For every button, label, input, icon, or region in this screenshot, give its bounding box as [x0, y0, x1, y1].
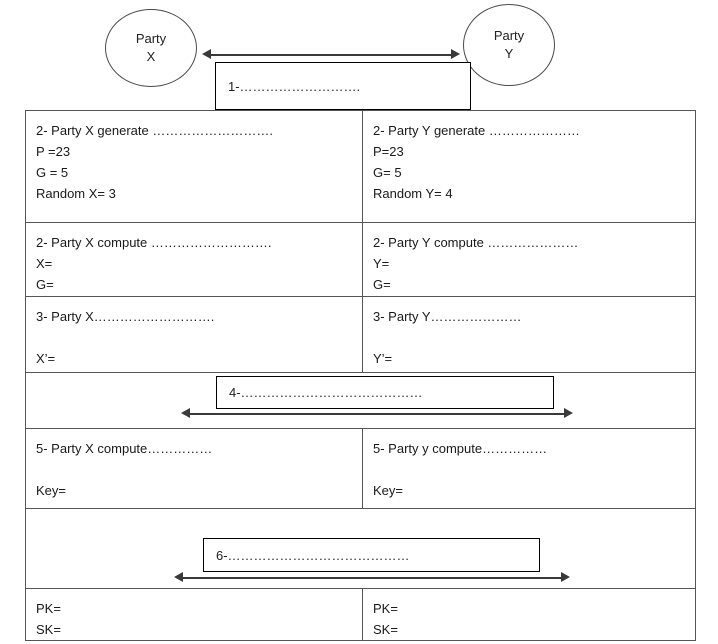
cell-value-key: Key= — [36, 483, 66, 499]
cell-heading: 5- Party X compute…………… — [36, 441, 213, 456]
cell-value-random-x: Random X= 3 — [36, 186, 116, 202]
cell-value-g: G= 5 — [373, 165, 402, 181]
cell-heading: 3- Party Y………………… — [373, 309, 522, 324]
exchange-box-step6: 6-…………………………………… — [203, 538, 540, 572]
cell-party-y-generate: 2- Party Y generate ………………… P=23 G= 5 Ra… — [362, 110, 696, 223]
arrow-head-right-icon — [564, 408, 573, 418]
cell-value-x-prime: X’= — [36, 351, 56, 367]
cell-party-x-step3: 3- Party X………………………. X’= — [25, 296, 363, 373]
party-x-label-line2: X — [146, 49, 156, 64]
cell-value-g: G= — [373, 277, 391, 293]
exchange-box-step6-text: 6-…………………………………… — [216, 547, 410, 563]
arrow-shaft — [181, 577, 563, 579]
party-y-node: Party Y — [463, 4, 555, 86]
table-row-keys: PK= SK= PK= SK= — [25, 587, 696, 642]
cell-value-p: P =23 — [36, 144, 71, 160]
exchange-box-step1: 1-………………………. — [215, 62, 471, 110]
bidirectional-arrow-step6 — [174, 572, 570, 583]
party-x-node: Party X — [105, 9, 197, 87]
party-x-label-line1: Party — [135, 31, 167, 47]
cell-value-y-prime: Y’= — [373, 351, 393, 367]
cell-heading: 2- Party Y compute ………………… — [373, 235, 579, 250]
cell-party-y-compute: 2- Party Y compute ………………… Y= G= — [362, 222, 696, 297]
cell-value-sk: SK= — [36, 622, 61, 638]
party-y-label-line2: Y — [504, 46, 514, 61]
arrow-head-left-icon — [202, 49, 211, 59]
cell-heading: 2- Party X generate ………………………. — [36, 123, 273, 138]
cell-heading: 2- Party Y generate ………………… — [373, 123, 580, 138]
cell-party-x-compute: 2- Party X compute ………………………. X= G= — [25, 222, 363, 297]
cell-party-x-keys: PK= SK= — [25, 587, 363, 642]
cell-party-y-keys: PK= SK= — [362, 587, 696, 642]
cell-party-y-step5: 5- Party y compute…………… Key= — [362, 428, 696, 509]
arrow-shaft — [209, 54, 453, 56]
arrow-head-right-icon — [561, 572, 570, 582]
cell-value-x: X= — [36, 256, 53, 272]
cell-party-x-generate: 2- Party X generate ………………………. P =23 G =… — [25, 110, 363, 223]
table-row-compute: 2- Party X compute ………………………. X= G= 2- P… — [25, 222, 696, 297]
table-row-step5: 5- Party X compute…………… Key= 5- Party y … — [25, 428, 696, 509]
table-row-step3: 3- Party X………………………. X’= 3- Party Y……………… — [25, 296, 696, 373]
bidirectional-arrow-step1 — [202, 49, 460, 60]
arrow-head-left-icon — [174, 572, 183, 582]
cell-value-random-y: Random Y= 4 — [373, 186, 453, 202]
arrow-head-right-icon — [451, 49, 460, 59]
cell-heading: 5- Party y compute…………… — [373, 441, 548, 456]
table-row-generate: 2- Party X generate ………………………. P =23 G =… — [25, 110, 696, 223]
cell-party-y-step3: 3- Party Y………………… Y’= — [362, 296, 696, 373]
exchange-box-step4-text: 4-…………………………………… — [229, 385, 423, 400]
cell-heading: 2- Party X compute ………………………. — [36, 235, 272, 250]
cell-value-y: Y= — [373, 256, 390, 272]
cell-value-p: P=23 — [373, 144, 404, 160]
cell-value-g: G = 5 — [36, 165, 69, 181]
cell-heading: 3- Party X………………………. — [36, 309, 215, 324]
bidirectional-arrow-step4 — [181, 408, 573, 419]
arrow-shaft — [188, 413, 566, 415]
party-y-label-line1: Party — [493, 28, 525, 44]
exchange-box-step4: 4-…………………………………… — [216, 376, 554, 409]
cell-value-pk: PK= — [373, 601, 398, 616]
cell-value-sk: SK= — [373, 622, 398, 638]
cell-party-x-step5: 5- Party X compute…………… Key= — [25, 428, 363, 509]
cell-value-key: Key= — [373, 483, 403, 499]
cell-value-g: G= — [36, 277, 54, 293]
exchange-box-step1-text: 1-………………………. — [228, 78, 361, 94]
arrow-head-left-icon — [181, 408, 190, 418]
cell-value-pk: PK= — [36, 601, 61, 616]
